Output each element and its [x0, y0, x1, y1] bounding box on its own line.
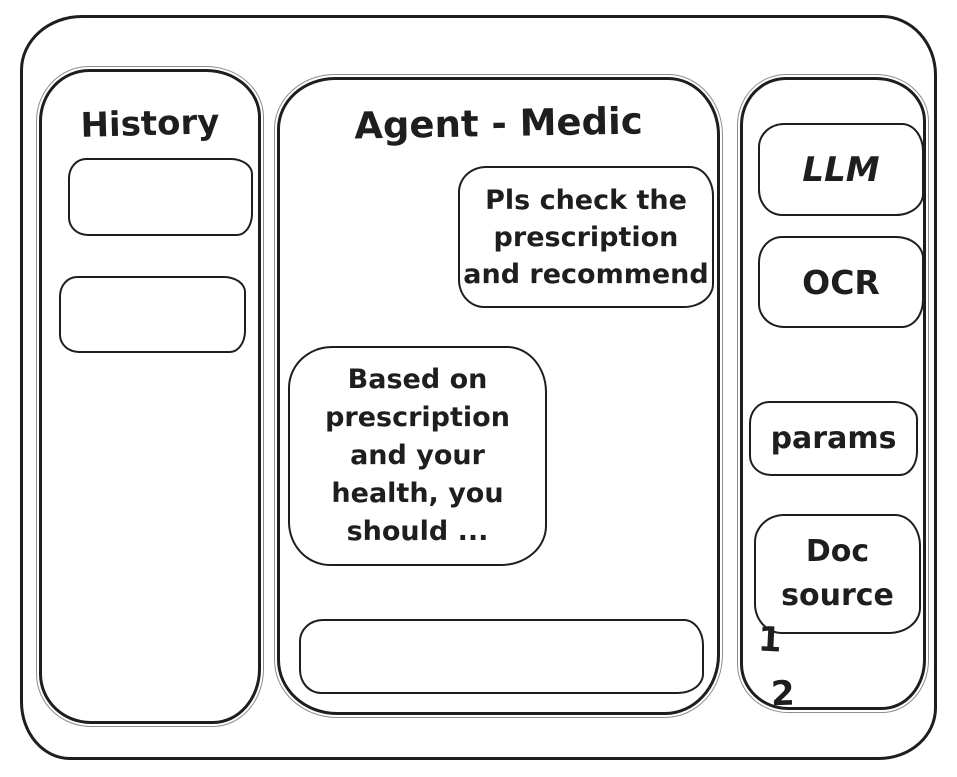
doc-source-item-1[interactable]: 1: [756, 619, 783, 661]
params-button[interactable]: params: [749, 401, 918, 476]
doc-source-item-2[interactable]: 2: [770, 673, 796, 715]
tools-panel: LLM OCR params Doc source 1 2: [737, 74, 929, 714]
history-item[interactable]: [59, 276, 246, 353]
assistant-message-text: Based on prescription and your health, y…: [325, 364, 510, 547]
chat-panel: Agent - Medic Pls check the prescription…: [274, 74, 723, 718]
ocr-button[interactable]: OCR: [758, 236, 924, 328]
assistant-message-bubble: Based on prescription and your health, y…: [288, 346, 547, 566]
history-item[interactable]: [68, 158, 253, 236]
chat-input[interactable]: [299, 619, 704, 694]
history-title: History: [80, 102, 220, 146]
llm-button[interactable]: LLM: [758, 123, 924, 216]
user-message-bubble: Pls check the prescription and recommend: [458, 166, 714, 308]
app-frame: History Agent - Medic Pls check the pres…: [20, 15, 937, 760]
user-message-text: Pls check the prescription and recommend: [463, 184, 709, 290]
chat-title: Agent - Medic: [353, 99, 644, 148]
history-sidebar: History: [36, 66, 264, 727]
doc-source-button[interactable]: Doc source: [754, 514, 921, 634]
